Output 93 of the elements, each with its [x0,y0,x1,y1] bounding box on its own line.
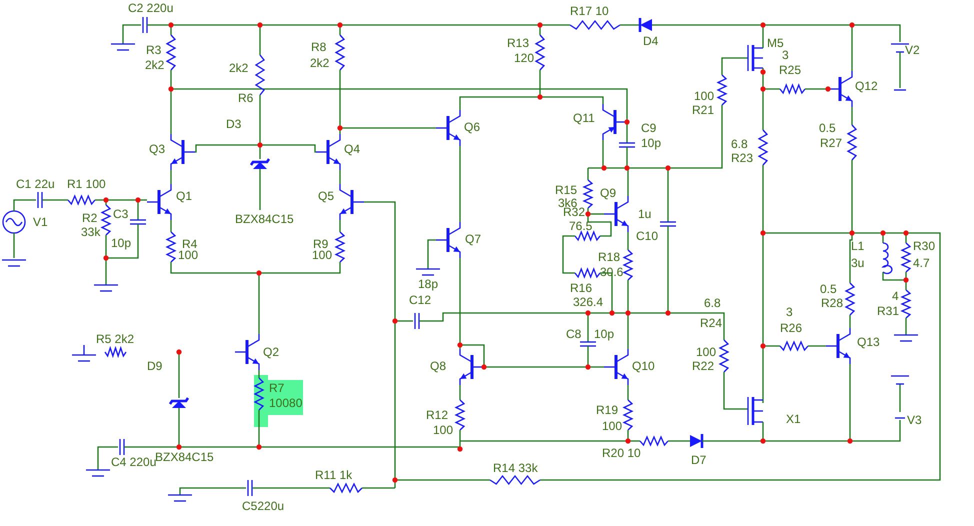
component-label: Q11 [573,112,595,125]
component-label: C4 220u [111,456,156,469]
component-label: 4 [892,290,899,303]
component-label: 100 [312,249,332,262]
component-label: 6.8 [731,138,748,151]
component-label: R21 [692,104,714,117]
component-label: 18p [418,278,438,291]
component-label: R5 2k2 [96,333,134,346]
component-label: C8 [566,328,582,341]
component-label: Q12 [855,80,878,93]
component-label: R26 [780,322,802,335]
component-label: 33k [81,226,100,239]
component-label: 30.6 [600,266,624,279]
component-label: 6.8 [704,297,721,310]
component-label: C3 [113,208,128,221]
component-label: R1 100 [67,178,106,191]
component-label: 0.5 [820,283,837,296]
component-label: 10080 [269,397,302,410]
component-label: 100 [433,424,454,437]
component-label: Q13 [857,336,880,349]
component-label: R28 [821,297,844,310]
component-label: R15 [555,184,578,197]
component-label: 4.7 [913,257,930,270]
component-label: 3 [782,49,789,62]
component-label: R7 [269,382,284,395]
component-label: D7 [691,454,706,467]
component-label: R6 [238,92,254,105]
component-label: 100 [696,346,716,359]
component-label: Q5 [318,190,334,203]
component-label: C2 220u [128,2,174,15]
component-label: V1 [33,216,48,229]
component-label: Q3 [149,143,166,156]
component-label: R24 [700,317,722,330]
component-label: 100 [694,90,714,103]
component-label: R11 1k [315,469,352,482]
component-label: D4 [643,35,658,48]
component-label: Q7 [465,233,482,246]
component-label: Q2 [263,346,280,359]
component-label: Q4 [344,143,360,156]
component-label: D3 [226,118,242,131]
component-label: R14 33k [493,462,538,475]
component-label: R25 [779,64,802,77]
component-label: 120 [514,52,534,65]
component-label: 2k2 [145,59,164,72]
component-label: Q1 [176,190,192,203]
component-label: R27 [820,137,842,150]
component-label: BZX84C15 [235,213,294,226]
component-label: R8 [311,41,326,54]
component-label: C1 22u [16,178,55,191]
component-label: 1u [638,208,652,221]
component-label: 3u [851,257,864,270]
component-label: R16 [570,282,592,295]
component-label: Q10 [632,360,655,373]
component-label: L1 [851,240,864,253]
component-label: X1 [786,413,801,426]
component-label: R13 [507,37,530,50]
component-label: Q8 [430,360,446,373]
component-label: 3 [786,306,793,319]
component-label: R9 [313,238,328,251]
component-label: R32 [563,206,586,219]
component-label: Q6 [464,121,480,134]
component-label: 2k2 [229,62,248,75]
component-label: BZX84C15 [155,451,214,464]
component-label: R12 [426,409,448,422]
component-label: Q9 [600,187,616,200]
component-label: C10 [636,230,658,243]
component-label: R3 [146,44,162,57]
component-label: D9 [147,360,162,373]
component-label: R23 [731,152,754,165]
component-label: 2k2 [310,57,330,70]
component-label: 0.5 [819,122,836,135]
component-label: C5220u [242,500,284,513]
component-label: V3 [907,414,922,427]
component-label: 100 [178,249,198,262]
component-label: 10p [641,137,662,150]
component-label: M5 [767,37,784,50]
component-label: R19 [596,404,618,417]
component-label: 100 [602,420,622,433]
component-label: R4 [182,238,198,251]
component-label: R18 [598,251,620,264]
component-label: C9 [641,122,656,135]
component-label: R17 10 [570,5,609,18]
component-label: R30 [913,240,936,253]
component-label: R2 [82,212,98,225]
component-label: 326.4 [573,296,604,309]
component-label: R22 [692,360,714,373]
component-label: V2 [905,44,920,57]
component-label: 10p [594,328,614,341]
component-label: R31 [877,305,900,318]
component-label: C12 [409,294,432,307]
component-label: 10p [111,237,132,250]
component-label: R20 10 [602,447,641,460]
component-label: 76.5 [569,220,592,233]
